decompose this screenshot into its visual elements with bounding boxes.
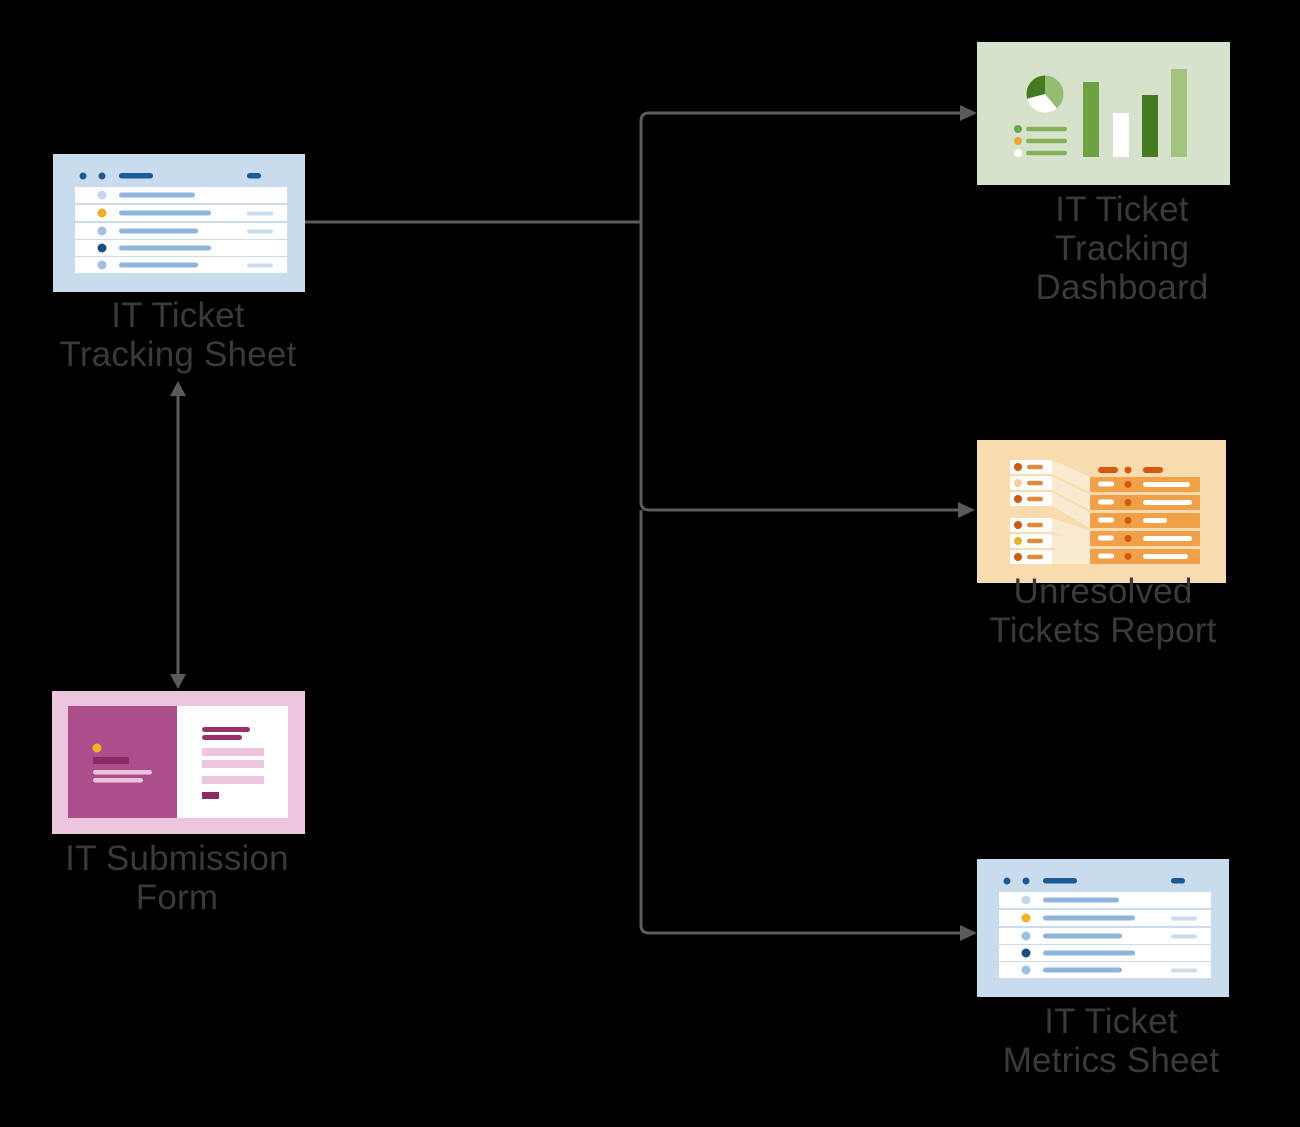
edge-to-dashboard: [639, 111, 960, 222]
spreadsheet-icon: [977, 859, 1229, 997]
node-label-metrics-sheet: IT Ticket Metrics Sheet: [931, 1002, 1291, 1080]
label-line: Tickets Report: [989, 611, 1217, 650]
label-line: Dashboard: [1035, 268, 1209, 307]
label-line: IT Ticket: [1044, 1002, 1178, 1041]
arrowhead-up-icon: [170, 381, 186, 396]
label-line: Tracking: [1054, 229, 1190, 268]
node-label-dashboard: IT Ticket Tracking Dashboard: [942, 190, 1300, 307]
bar-chart-glyph: [1083, 69, 1187, 157]
label-line: Metrics Sheet: [1002, 1041, 1220, 1080]
label-line: IT Submission: [65, 839, 289, 878]
arrowhead-down-icon: [170, 674, 186, 689]
edge-to-report: [639, 222, 958, 512]
spreadsheet-icon: [53, 154, 305, 292]
label-line: Tracking Sheet: [59, 335, 297, 374]
dashboard-icon: [977, 42, 1230, 185]
arrowhead-dashboard-icon: [960, 105, 977, 121]
form-icon: [52, 691, 305, 834]
arrowhead-metrics-icon: [960, 925, 977, 941]
label-line: IT Ticket: [111, 296, 245, 335]
node-label-submission-form: IT Submission Form: [0, 839, 357, 917]
label-line: Form: [135, 878, 219, 917]
arrowhead-report-icon: [958, 502, 975, 518]
report-icon: [977, 440, 1226, 583]
label-line: IT Ticket: [1055, 190, 1189, 229]
node-label-report: Unresolved Tickets Report: [923, 572, 1283, 650]
label-line: Unresolved: [1013, 572, 1193, 611]
node-label-tracking-sheet: IT Ticket Tracking Sheet: [0, 296, 358, 374]
edge-to-metrics: [639, 510, 960, 935]
